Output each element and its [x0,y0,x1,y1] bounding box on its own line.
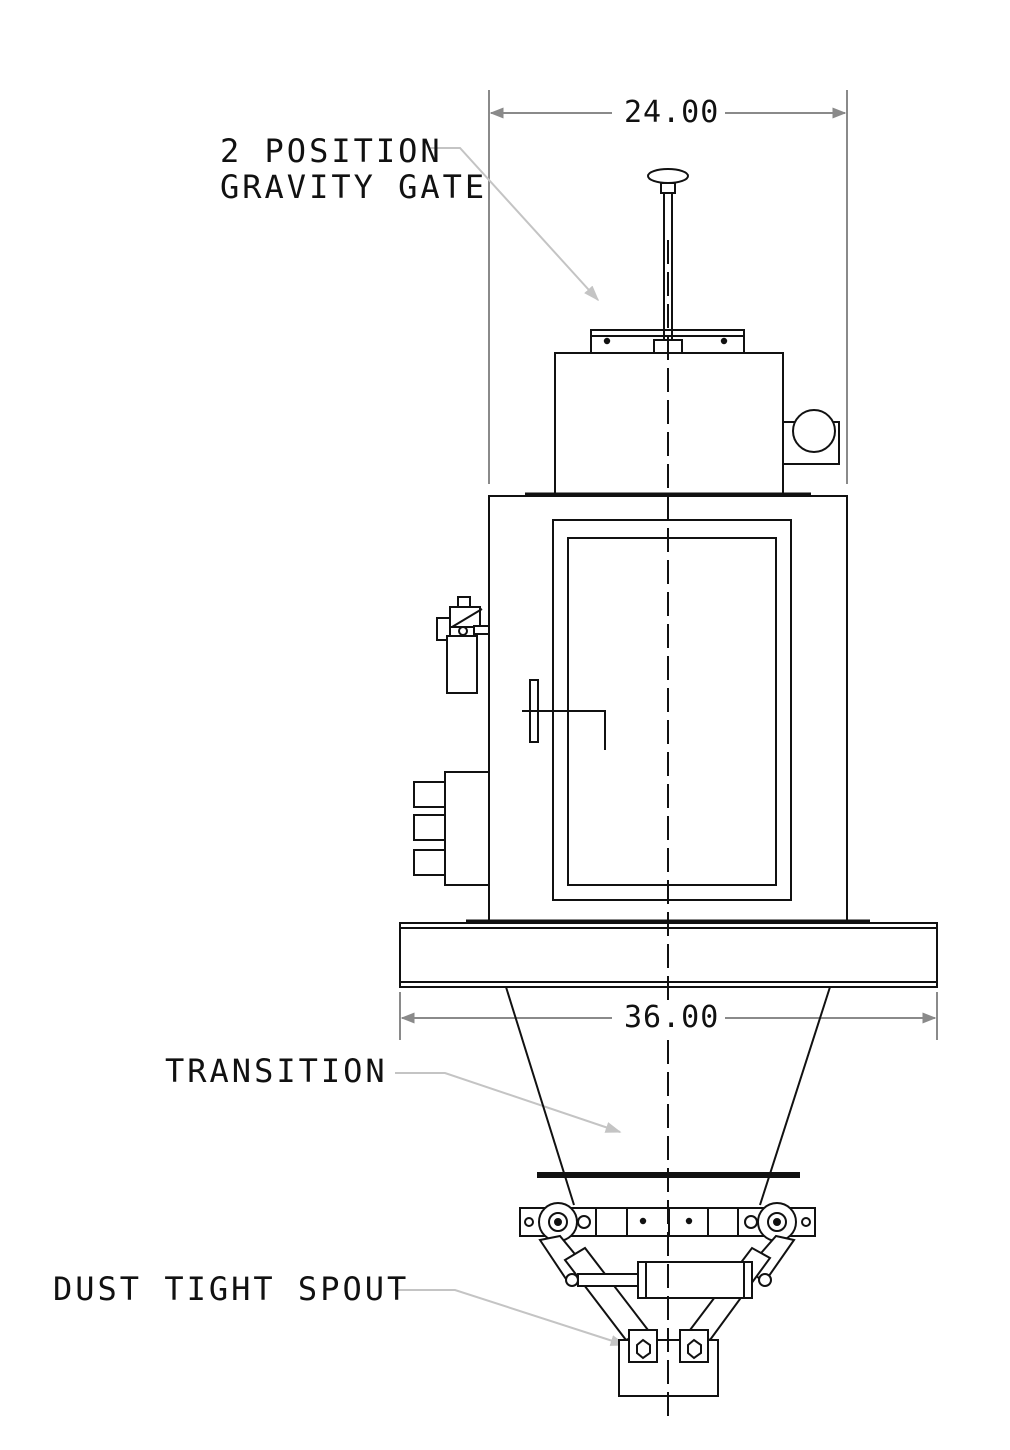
switch-side-block [437,618,450,640]
spout-rail-bolt-2 [687,1219,691,1223]
leader-lines [395,148,627,1345]
switch-pivot [459,627,467,635]
leader-gravity-gate [430,148,600,302]
spout-nut-right [688,1340,701,1358]
label-gravity-gate-line1: 2 POSITION [220,132,443,170]
transition-right-edge [760,987,830,1205]
spout-clamp-right [680,1330,708,1362]
spout-rail-bolt-1 [641,1219,645,1223]
spout-small-pivot-left [578,1216,590,1228]
cylinder-rod-end-left [566,1274,578,1286]
label-dust-tight-spout: DUST TIGHT SPOUT [53,1270,410,1308]
spout-arm-left-lower [565,1248,648,1340]
gate-motor [793,410,835,452]
connector-port-1 [414,782,445,807]
dimension-bottom [400,992,937,1040]
label-gravity-gate-line2: GRAVITY GATE [220,168,488,206]
dimension-top-value: 24.00 [618,97,726,129]
transition-left-edge [506,987,574,1205]
connector-box [445,772,489,885]
spout-small-pivot-right [745,1216,757,1228]
leader-transition [395,1073,622,1132]
label-transition: TRANSITION [165,1052,388,1090]
door-handle-latch [522,711,605,750]
switch-arm [474,626,489,634]
switch-head [450,607,480,627]
dust-tight-spout [520,1203,815,1396]
switch-top-cap [458,597,470,607]
gate-handle-knob [647,168,689,184]
dimension-top [489,90,847,484]
cylinder-rod-end-right [759,1274,771,1286]
gate-bracket [591,330,744,353]
cylinder-barrel [638,1262,752,1298]
spout-rail-bolt-3 [525,1218,533,1226]
side-components [414,597,489,885]
gravity-gate [525,168,839,494]
gate-handle-neck [661,183,675,193]
connector-port-3 [414,850,445,875]
gate-bracket-hole-right [722,339,726,343]
spout-rail-bolt-4 [802,1218,810,1226]
switch-body [447,636,477,693]
leader-spout [398,1290,627,1345]
dimension-bottom-value: 36.00 [618,1002,726,1034]
gate-bracket-hole-left [605,339,609,343]
connector-port-2 [414,815,445,840]
spout-nut-left [637,1340,650,1358]
switch-lever [452,609,482,627]
spout-pivot-wheel-right-hub [774,1219,780,1225]
spout-pivot-wheel-left-hub [555,1219,561,1225]
cylinder-rod [578,1274,638,1286]
